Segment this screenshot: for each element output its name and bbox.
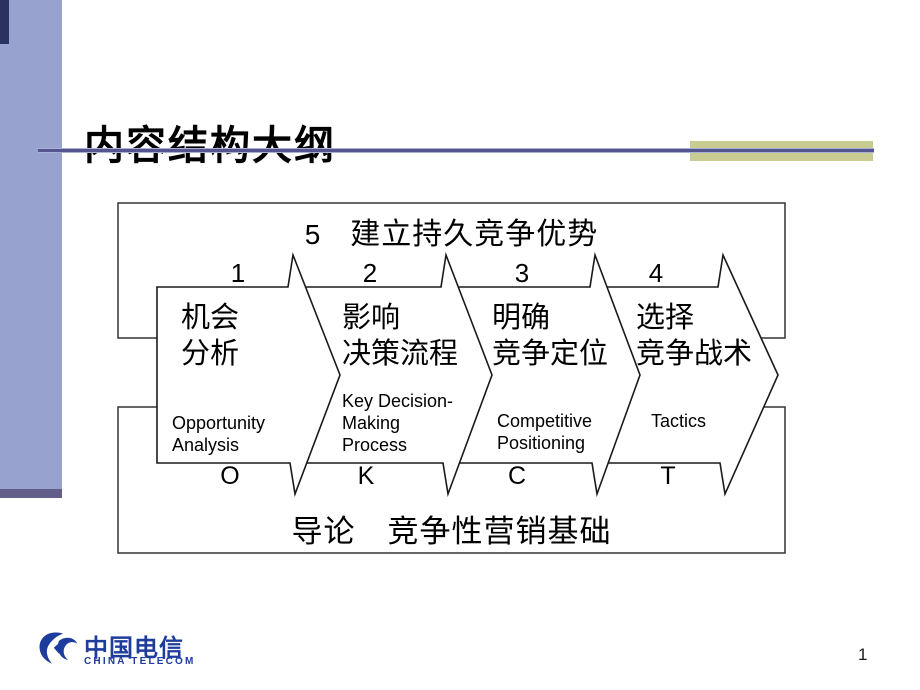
stage-3-letter: C <box>507 462 527 490</box>
china-telecom-logo: 中国电信 CHINA TELECOM <box>36 616 206 676</box>
corner-accent-block <box>0 0 9 44</box>
page-number: 1 <box>858 645 868 664</box>
sidebar-accent-bar-bottom <box>0 489 62 498</box>
stage-3-label-en: Competitive Positioning <box>497 411 593 453</box>
top-box-text: 建立持久竞争优势 <box>350 218 599 251</box>
china-telecom-logo-icon <box>39 632 78 664</box>
stage-3-label-zh: 明确 竞争定位 <box>492 302 609 370</box>
page-title: 内容结构大纲 <box>84 122 336 168</box>
stage-4-label-zh: 选择 竞争战术 <box>636 302 753 370</box>
stage-2-number: 2 <box>362 258 378 288</box>
stage-1-letter: O <box>220 462 240 490</box>
stage-2-label-zh: 影响 决策流程 <box>342 302 459 370</box>
stage-1-number: 1 <box>230 258 246 288</box>
stage-3-number: 3 <box>514 258 530 288</box>
title-underline <box>38 148 874 153</box>
stage-2-arrow-shape <box>299 251 493 498</box>
stage-4-label-en: Tactics <box>651 411 707 431</box>
logo-text-en: CHINA TELECOM <box>84 656 196 667</box>
stage-4-arrow-shape <box>599 252 779 497</box>
stage-2-letter: K <box>357 462 375 490</box>
stage-3-arrow-shape <box>451 251 641 498</box>
stage-1-label-en: Opportunity Analysis <box>172 413 266 455</box>
stage-1-arrow-shape <box>156 251 341 498</box>
stage-4-letter: T <box>660 462 676 490</box>
top-box-number: 5 <box>304 219 321 250</box>
logo-text-zh: 中国电信 <box>84 636 184 662</box>
bottom-box-label: 导论 竞争性营销基础 <box>291 514 612 549</box>
stage-4-number: 4 <box>648 258 664 288</box>
top-box-label: 5 建立持久竞争优势 <box>118 209 785 253</box>
stage-2-label-en: Key Decision- Making Process <box>342 391 454 455</box>
stage-1-label-zh: 机会 分析 <box>181 302 240 370</box>
sidebar-accent-bar <box>0 0 62 489</box>
